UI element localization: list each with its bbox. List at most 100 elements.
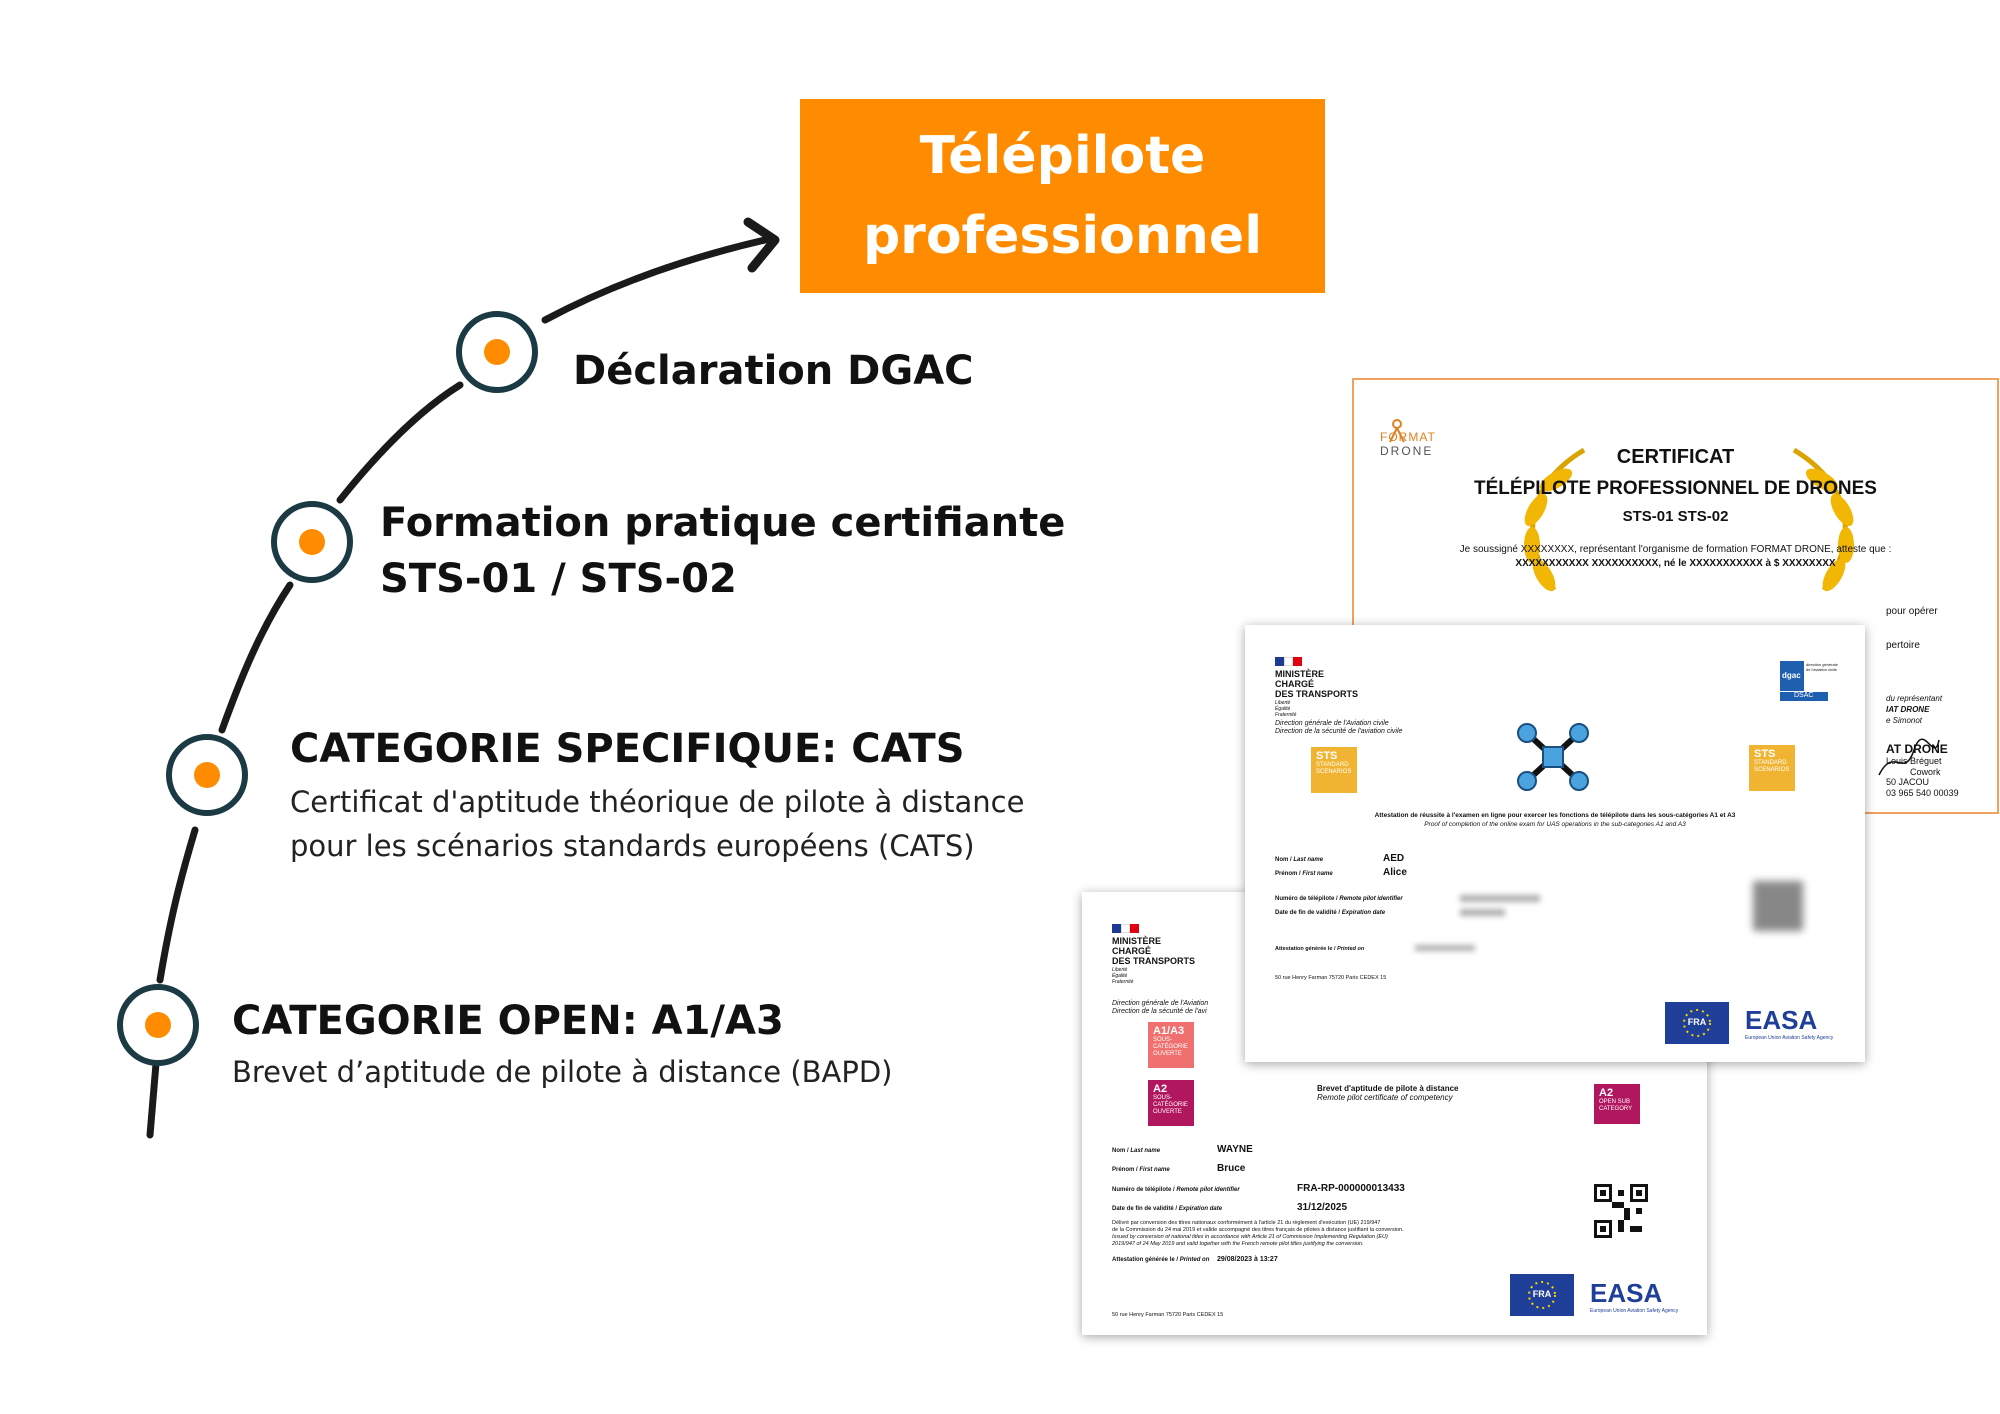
motto-3: Fraternité [1112, 979, 1134, 985]
dgac-bar-text: DSAC [1794, 692, 1814, 699]
brevet-title: Brevet d'aptitude de pilote à distance [1317, 1084, 1459, 1093]
goal-line1: Télépilote [919, 126, 1206, 186]
timeline-path [156, 826, 199, 984]
timeline-path [218, 581, 294, 734]
drone-icon [1517, 723, 1589, 791]
arrow-head [743, 217, 780, 273]
cert-side-7: Louis Bréguet [1886, 756, 1942, 766]
fra-label: FRA [1532, 1289, 1552, 1299]
badge-sts-right: STS STANDARD SCENARIOS [1749, 745, 1795, 791]
milestone-dot [271, 501, 353, 583]
cert-side-2: pertoire [1886, 640, 1920, 651]
step-desc-cats-2: pour les scénarios standards européens (… [290, 829, 975, 863]
gen-label: Attestation générée le / Printed on [1275, 946, 1365, 952]
fine-print-3: Issued by conversion of national titles … [1112, 1234, 1388, 1240]
badge-sts-right-top: STS [1754, 748, 1776, 760]
laurel-left-icon [1524, 447, 1586, 592]
gen-value: 29/08/2023 à 13:27 [1217, 1256, 1278, 1263]
cert-title: TÉLÉPILOTE PROFESSIONNEL DE DRONES [1474, 478, 1877, 499]
gen-value-redacted [1415, 945, 1475, 951]
prenom-value: Alice [1383, 867, 1407, 878]
milestone-dot [456, 311, 538, 393]
milestone-dot [166, 734, 248, 816]
prenom-label: Prénom / First name [1275, 871, 1333, 877]
ministry-line3: DES TRANSPORTS [1275, 689, 1359, 699]
cert-side-4: IAT DRONE [1886, 705, 1930, 714]
direction-1: Direction générale de l'Aviation civile [1275, 720, 1389, 727]
motto-3: Fraternité [1275, 712, 1297, 718]
nom-value: AED [1383, 853, 1405, 864]
step-title-declaration: Déclaration DGAC [573, 348, 974, 394]
fra-label: FRA [1687, 1017, 1707, 1027]
gen-label: Attestation générée le / Printed on [1112, 1257, 1210, 1263]
motto-2: Égalité [1275, 706, 1291, 712]
timeline-path [541, 236, 769, 324]
ministry-line2: CHARGÉ [1275, 679, 1315, 689]
qr-code-icon [1594, 1184, 1648, 1238]
num-value: FRA-RP-000000013433 [1297, 1183, 1405, 1194]
cert-side-8: Cowork [1910, 767, 1941, 777]
badge-sts-left-top: STS [1316, 750, 1338, 762]
cert-subtitle: STS-01 STS-02 [1622, 508, 1729, 525]
nom-value: WAYNE [1217, 1144, 1253, 1155]
badge-a1a3-top: A1/A3 [1153, 1025, 1185, 1037]
drone-logo-icon [1389, 419, 1405, 443]
easa-logo-text: EASA [1590, 1278, 1663, 1308]
cert-heading: CERTIFICAT [1616, 446, 1735, 468]
format-drone-logo-1: FORMAT [1380, 430, 1436, 444]
fine-print-4: 2019/947 of 24 May 2019 and valid togeth… [1112, 1241, 1364, 1247]
nom-label: Nom / Last name [1112, 1148, 1161, 1154]
milestone-dot [117, 984, 199, 1066]
cert-side-9: 50 JACOU [1886, 777, 1930, 787]
qr-code-redacted [1753, 881, 1803, 931]
fine-print-2: de la Commission du 24 mai 2019 et valid… [1112, 1227, 1404, 1233]
cert-side-3: du représentant [1886, 694, 1943, 703]
format-drone-logo-2: DRONE [1380, 444, 1434, 458]
prenom-value: Bruce [1217, 1163, 1246, 1174]
badge-a2: A2 SOUS-CATÉGORIE OUVERTE [1148, 1080, 1194, 1126]
certificate-cats: MINISTÈRE CHARGÉ DES TRANSPORTS Liberté … [1245, 625, 1865, 1062]
fine-print-1: Délivré par conversion des titres nation… [1112, 1220, 1381, 1226]
badge-a2-open-sub: OPEN SUB CATEGORY [1599, 1099, 1633, 1112]
dgac-logo-sub: direction générale de l'aviation civile [1806, 662, 1838, 672]
easa-logo-sub: European Union Aviation Safety Agency [1745, 1035, 1834, 1041]
easa-logo-text: EASA [1745, 1005, 1818, 1035]
date-value: 31/12/2025 [1297, 1202, 1348, 1213]
address: 50 rue Henry Farman 75720 Paris CEDEX 15 [1112, 1312, 1224, 1318]
goal-line2: professionnel [862, 206, 1263, 266]
nom-label: Nom / Last name [1275, 857, 1324, 863]
step-title-open: CATEGORIE OPEN: A1/A3 [232, 998, 784, 1044]
prenom-label: Prénom / First name [1112, 1167, 1170, 1173]
laurel-right-icon [1792, 447, 1854, 592]
motto-1: Liberté [1275, 700, 1291, 706]
ministry-line1: MINISTÈRE [1112, 936, 1162, 946]
ministry-line3: DES TRANSPORTS [1112, 956, 1196, 966]
cert-line2: XXXXXXXXXXX XXXXXXXXXX, né le XXXXXXXXXX… [1515, 558, 1836, 569]
attest-title: Attestation de réussite à l'examen en li… [1374, 812, 1736, 819]
signature-icon [1878, 738, 1940, 776]
date-value-redacted [1460, 909, 1505, 916]
cert-side-5: e Simonot [1886, 716, 1923, 725]
brevet-title-en: Remote pilot certificate of competency [1317, 1093, 1453, 1102]
step-desc-open: Brevet d’aptitude de pilote à distance (… [232, 1055, 893, 1089]
cert-side-10: 03 965 540 00039 [1886, 788, 1959, 798]
num-value-redacted [1460, 895, 1540, 902]
step-desc-cats-1: Certificat d'aptitude théorique de pilot… [290, 785, 1025, 819]
badge-a1a3-sub: SOUS-CATÉGORIE OUVERTE [1153, 1037, 1188, 1057]
easa-logo-sub: European Union Aviation Safety Agency [1590, 1308, 1679, 1314]
timeline-path [336, 381, 464, 504]
eu-flag-icon: FRA [1510, 1274, 1574, 1316]
direction-1: Direction générale de l'Aviation [1112, 1000, 1209, 1007]
cert-side-6: AT DRONE [1886, 742, 1948, 756]
badge-sts-right-sub: STANDARD SCENARIOS [1754, 760, 1790, 773]
badge-a2-open-top: A2 [1599, 1087, 1614, 1099]
direction-2: Direction de la sécurité de l'aviation c… [1275, 728, 1403, 735]
num-label: Numéro de télépilote / Remote pilot iden… [1112, 1187, 1240, 1193]
date-label: Date de fin de validité / Expiration dat… [1112, 1206, 1223, 1212]
step-title-cats: CATEGORIE SPECIFIQUE: CATS [290, 726, 965, 772]
ministry-line2: CHARGÉ [1112, 946, 1152, 956]
date-label: Date de fin de validité / Expiration dat… [1275, 910, 1386, 916]
ministry-line1: MINISTÈRE [1275, 669, 1325, 679]
cert-line1: Je soussigné XXXXXXXX, représentant l'or… [1459, 544, 1892, 555]
